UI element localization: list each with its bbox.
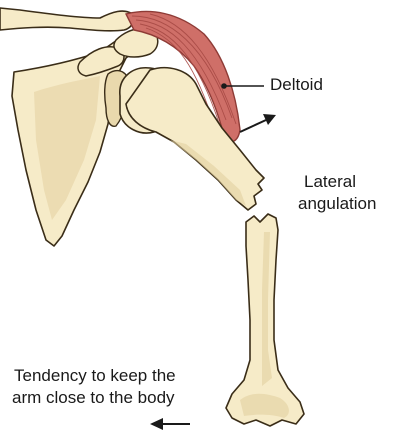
deltoid-label: Deltoid — [270, 74, 323, 95]
lateral-angulation-label-line2: angulation — [298, 193, 376, 214]
lateral-angulation-label-line1: Lateral — [304, 171, 356, 192]
lateral-pull-arrow-shaft — [240, 120, 266, 132]
deltoid-leader-dot — [221, 83, 227, 89]
tendency-label-line1: Tendency to keep the — [14, 365, 176, 386]
clavicle — [0, 8, 134, 31]
adduction-arrow-head — [150, 418, 163, 430]
proximal-humerus — [126, 68, 264, 210]
tendency-label-line2: arm close to the body — [12, 387, 175, 408]
